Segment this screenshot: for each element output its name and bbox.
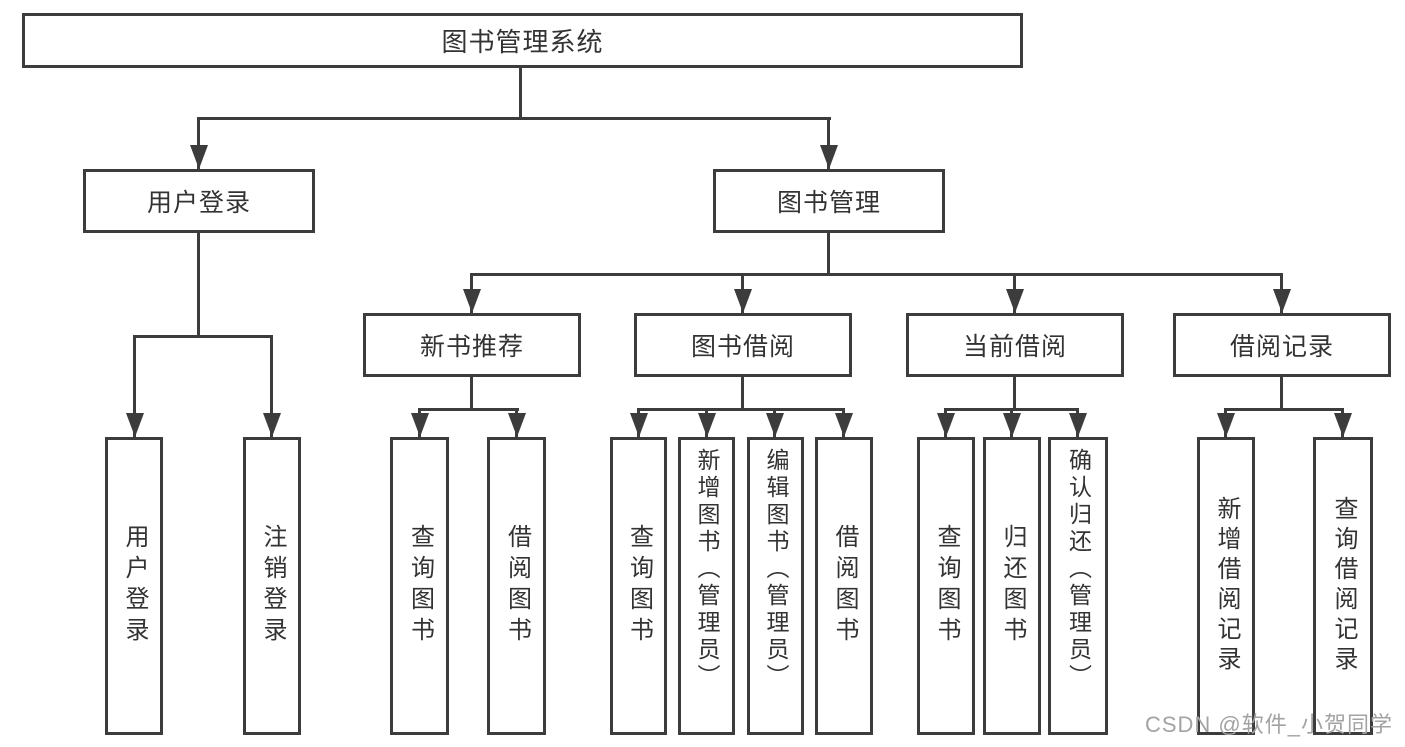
connector-hline <box>637 408 845 411</box>
arrow-down-icon <box>1069 413 1087 437</box>
connector-vline <box>1013 377 1016 411</box>
node-label: 借阅记录 <box>1229 333 1334 361</box>
connector-vline <box>270 335 273 437</box>
connector-vline <box>827 233 830 275</box>
leaf-query-books-recommend: 查询图书 <box>390 437 449 735</box>
arrow-down-icon <box>190 145 208 169</box>
connector-vline <box>470 377 473 411</box>
connector-vline <box>1280 377 1283 411</box>
arrow-down-icon <box>835 413 853 437</box>
arrow-down-icon <box>698 413 716 437</box>
connector-hline <box>1224 408 1344 411</box>
leaf-add-borrow-record: 新增借阅记录 <box>1197 437 1255 735</box>
leaf-borrow-books-recommend: 借阅图书 <box>487 437 546 735</box>
node-label: 当前借阅 <box>962 333 1067 361</box>
arrow-down-icon <box>1003 413 1021 437</box>
leaf-logout: 注销登录 <box>243 437 301 735</box>
leaf-edit-book-admin: 编辑图书（管理员） <box>747 437 804 735</box>
arrow-down-icon <box>766 413 784 437</box>
leaf-user-login: 用户登录 <box>105 437 163 735</box>
connector-vline <box>827 117 830 169</box>
leaf-confirm-return-admin: 确认归还（管理员） <box>1048 437 1108 735</box>
leaf-borrow-books: 借阅图书 <box>815 437 873 735</box>
leaf-return-book: 归还图书 <box>983 437 1041 735</box>
connector-vline <box>197 233 200 337</box>
arrow-down-icon <box>820 145 838 169</box>
connector-vline <box>741 377 744 411</box>
arrow-down-icon <box>411 413 429 437</box>
node-current-borrow: 当前借阅 <box>906 313 1124 377</box>
node-label: 图书管理 <box>776 189 881 217</box>
connector-vline <box>197 117 200 169</box>
arrow-down-icon <box>463 289 481 313</box>
arrow-down-icon <box>1217 413 1235 437</box>
node-user-login: 用户登录 <box>83 169 315 233</box>
connector-vline <box>133 335 136 437</box>
arrow-down-icon <box>126 413 144 437</box>
arrow-down-icon <box>1006 289 1024 313</box>
arrow-down-icon <box>1273 289 1291 313</box>
arrow-down-icon <box>937 413 955 437</box>
csdn-watermark: CSDN @软件_小贺同学 <box>1144 712 1393 737</box>
arrow-down-icon <box>734 289 752 313</box>
arrow-down-icon <box>630 413 648 437</box>
arrow-down-icon <box>508 413 526 437</box>
leaf-query-books-current: 查询图书 <box>917 437 975 735</box>
node-book-borrow: 图书借阅 <box>634 313 852 377</box>
node-borrow-records: 借阅记录 <box>1173 313 1391 377</box>
connector-vline <box>519 68 522 120</box>
node-label: 图书借阅 <box>690 333 795 361</box>
connector-hline <box>418 408 519 411</box>
leaf-query-books-borrow: 查询图书 <box>610 437 667 735</box>
connector-hline <box>470 273 1283 276</box>
arrow-down-icon <box>1334 413 1352 437</box>
node-label: 图书管理系统 <box>441 27 604 57</box>
node-label: 新书推荐 <box>419 333 524 361</box>
connector-hline <box>133 335 273 338</box>
node-new-book-recommend: 新书推荐 <box>363 313 581 377</box>
connector-hline <box>197 117 831 120</box>
node-library-system: 图书管理系统 <box>22 13 1023 68</box>
node-book-management: 图书管理 <box>713 169 945 233</box>
leaf-query-borrow-record: 查询借阅记录 <box>1313 437 1373 735</box>
node-label: 用户登录 <box>146 189 251 217</box>
arrow-down-icon <box>263 413 281 437</box>
leaf-add-book-admin: 新增图书（管理员） <box>678 437 735 735</box>
